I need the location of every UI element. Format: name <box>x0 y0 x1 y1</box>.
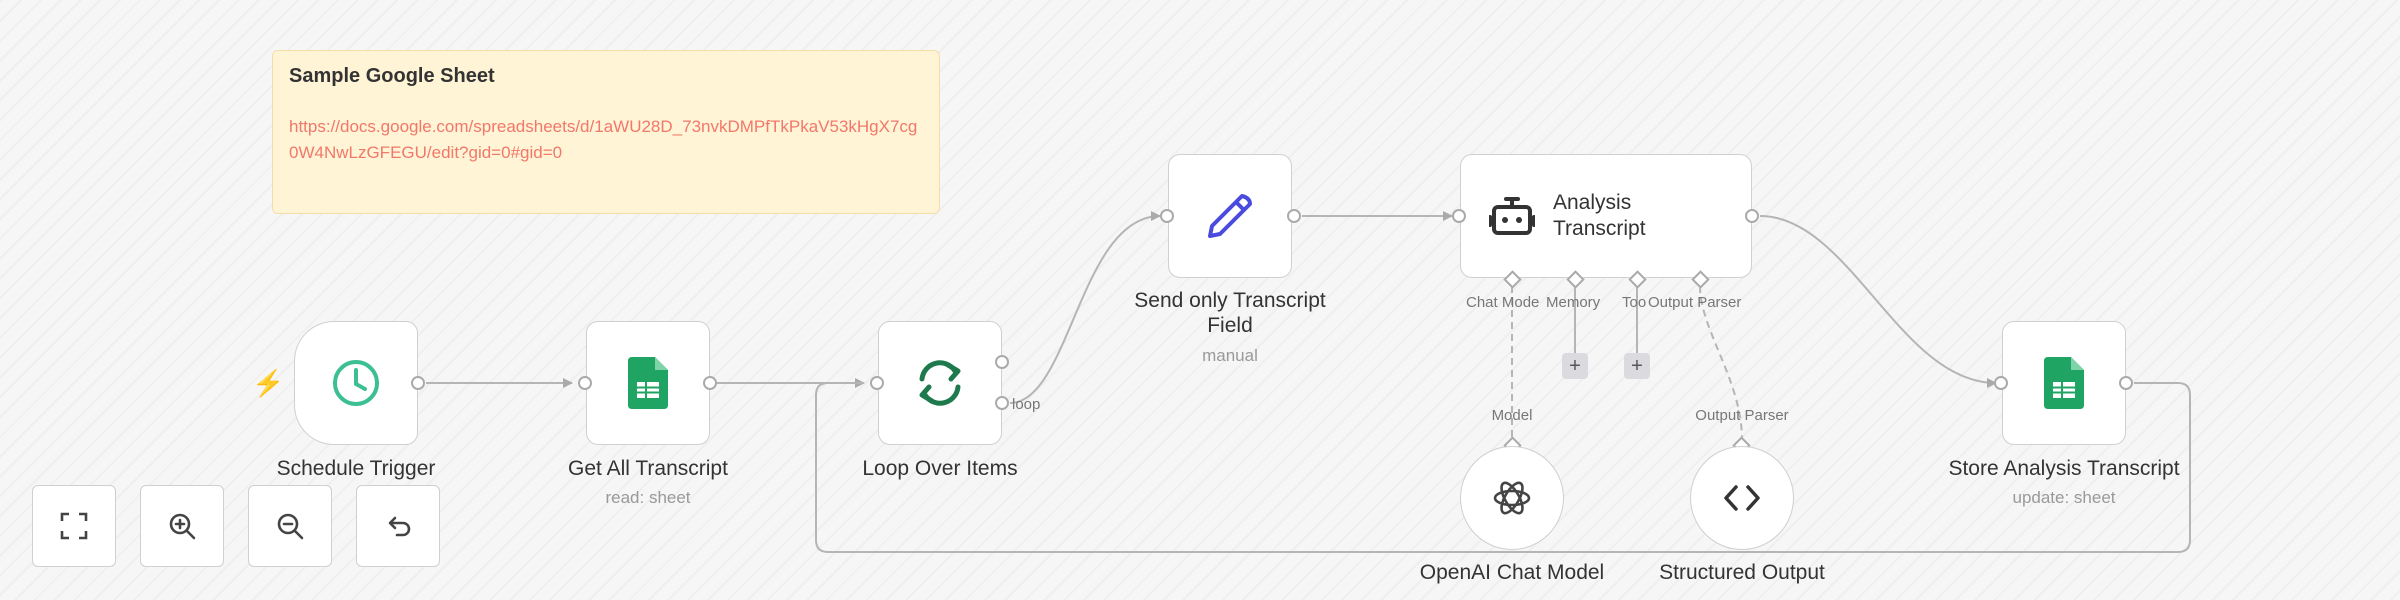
send-transcript-output-port[interactable] <box>1287 209 1301 223</box>
node-get-all-transcript[interactable] <box>586 321 710 445</box>
get-all-transcript-label: Get All Transcript <box>568 457 728 480</box>
send-transcript-label: Send only Transcript Field <box>1134 289 1326 337</box>
schedule-trigger-output-port[interactable] <box>411 376 425 390</box>
add-memory-button[interactable]: + <box>1562 353 1588 379</box>
fit-view-button[interactable] <box>32 485 116 567</box>
store-analysis-subtitle: update: sheet <box>2012 488 2116 507</box>
add-tool-button[interactable]: + <box>1624 353 1650 379</box>
send-transcript-input-port[interactable] <box>1160 209 1174 223</box>
model-port-label: Model <box>1491 407 1533 424</box>
node-analysis-transcript[interactable]: Analysis Transcript <box>1460 154 1752 278</box>
sticky-link[interactable]: https://docs.google.com/spreadsheets/d/1… <box>289 117 918 162</box>
sticky-note[interactable]: Sample Google Sheet https://docs.google.… <box>272 50 940 214</box>
loop-output-label: loop <box>1012 396 1041 413</box>
wire-loop-to-send <box>1009 211 1161 404</box>
refresh-icon <box>919 360 961 406</box>
node-store-analysis-transcript[interactable] <box>2002 321 2126 445</box>
zoom-out-button[interactable] <box>248 485 332 567</box>
get-all-transcript-subtitle: read: sheet <box>605 488 691 507</box>
wire-analysis-to-store <box>1759 215 1997 388</box>
store-analysis-input-port[interactable] <box>1994 376 2008 390</box>
analysis-output-port[interactable] <box>1745 209 1759 223</box>
loop-over-items-done-port[interactable] <box>995 355 1009 369</box>
output-parser-connector-label: Output Parser <box>1695 407 1789 424</box>
analysis-input-port[interactable] <box>1452 209 1466 223</box>
get-all-transcript-input-port[interactable] <box>578 376 592 390</box>
google-sheets-icon <box>2044 357 2084 409</box>
node-structured-output[interactable] <box>1690 446 1794 550</box>
zoom-out-icon <box>277 513 304 540</box>
openai-chat-model-label: OpenAI Chat Model <box>1419 561 1605 584</box>
get-all-transcript-output-port[interactable] <box>703 376 717 390</box>
store-analysis-label: Store Analysis Transcript <box>1948 457 2180 480</box>
openai-icon <box>1493 481 1531 515</box>
loop-over-items-label: Loop Over Items <box>862 457 1018 480</box>
node-schedule-trigger[interactable] <box>294 321 418 445</box>
memory-port-label: Memory <box>1546 294 1601 311</box>
code-icon <box>1724 485 1760 511</box>
schedule-trigger-label: Schedule Trigger <box>276 457 436 480</box>
node-openai-chat-model[interactable] <box>1460 446 1564 550</box>
zoom-in-button[interactable] <box>140 485 224 567</box>
loop-over-items-loop-port[interactable] <box>995 396 1009 410</box>
sticky-title: Sample Google Sheet <box>289 65 495 87</box>
wire-parser-connector <box>1699 285 1743 441</box>
undo-icon <box>388 516 411 537</box>
output-parser-port-label: Output Parser <box>1648 294 1742 311</box>
node-send-only-transcript-field[interactable] <box>1168 154 1292 278</box>
pencil-icon <box>1208 194 1252 238</box>
robot-icon <box>1489 197 1535 235</box>
clock-icon <box>333 360 379 406</box>
node-loop-over-items[interactable] <box>878 321 1002 445</box>
fullscreen-icon <box>60 512 88 540</box>
store-analysis-output-port[interactable] <box>2119 376 2133 390</box>
send-transcript-subtitle: manual <box>1202 346 1258 365</box>
undo-button[interactable] <box>356 485 440 567</box>
analysis-transcript-label: Analysis Transcript <box>1553 191 1646 240</box>
wire-store-loop-back <box>815 382 2191 553</box>
trigger-bolt-icon: ⚡ <box>252 368 285 398</box>
loop-over-items-input-port[interactable] <box>870 376 884 390</box>
structured-output-label: Structured Output <box>1659 561 1825 584</box>
tool-port-label: Too <box>1622 294 1647 311</box>
chat-model-port-label: Chat Mode <box>1466 294 1540 311</box>
zoom-in-icon <box>169 513 196 540</box>
google-sheets-icon <box>628 357 668 409</box>
